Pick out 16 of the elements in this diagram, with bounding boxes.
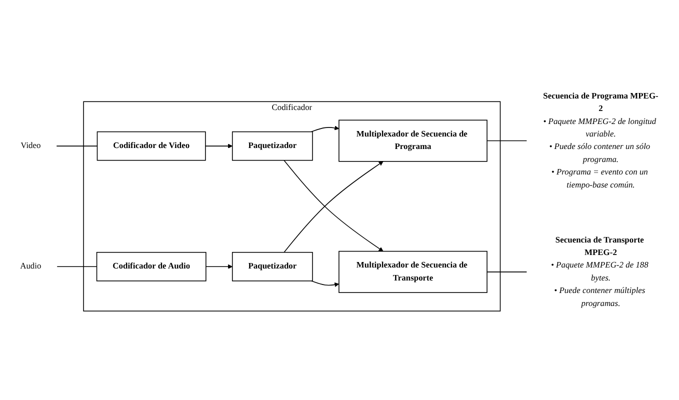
node-box: Multiplexador de Secuencia de Transporte (338, 250, 488, 293)
arrow (310, 126, 340, 132)
node-box: Codificador de Audio (96, 252, 206, 282)
arrow (205, 144, 233, 148)
node-box: Paquetizador (232, 252, 313, 282)
arrow (206, 264, 233, 269)
node-box: Codificador de Video (96, 131, 206, 161)
node-text: Secuencia de Transporte MPEG-2 • Paquete MMPEG-2 de 188 bytes. • Puede contener múltiples programas. (550, 235, 648, 308)
node-text: Video (20, 141, 41, 150)
node-box: Multiplexador de Secuencia de Programa (338, 120, 488, 162)
arrow (310, 280, 340, 288)
node-text: Audio (20, 262, 42, 271)
connector (486, 140, 528, 142)
connector (56, 266, 98, 268)
node-box: Paquetizador (232, 131, 313, 161)
node-text: Secuencia de Programa MPEG-2 • Paquete MMPEG-2 de longitud variable. • Puede sólo contener un sólo programa. • Programa = evento con un tiempo-base común. (543, 92, 658, 190)
